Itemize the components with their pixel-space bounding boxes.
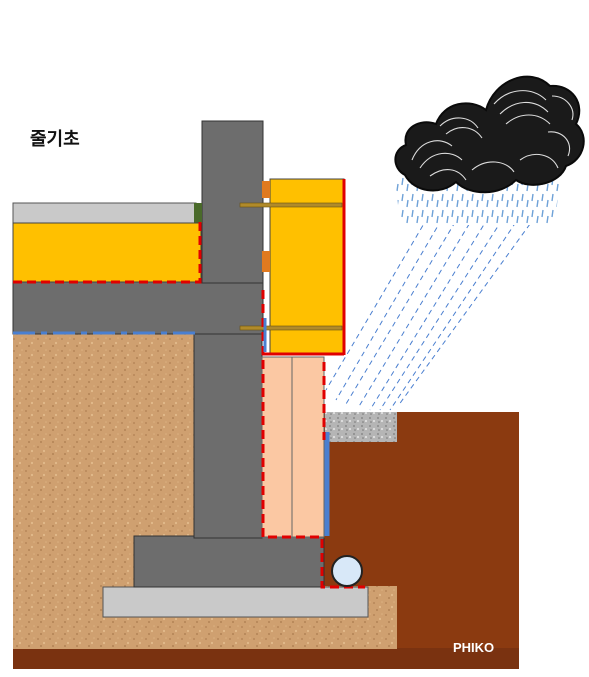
anchor-bolt-top: [239, 202, 343, 208]
brand-label: PHIKO: [453, 640, 494, 655]
waterproofing-line: [13, 222, 365, 589]
floor-insulation: [12, 222, 202, 283]
footing: [133, 535, 325, 588]
spacer-block-mid: [262, 251, 270, 272]
rain-cloud-icon: [394, 75, 585, 225]
spacer-block-top: [262, 181, 270, 198]
foundation-xps-board: [291, 356, 325, 538]
rain-streaks: [325, 209, 531, 411]
diagram-title: 줄기초: [30, 129, 80, 150]
anchor-bolt-bottom: [239, 325, 343, 331]
lean-concrete: [102, 586, 369, 618]
bottom-soil-band: [13, 648, 519, 669]
upper-wall: [201, 120, 264, 284]
floor-slab: [12, 281, 264, 335]
drain-pipe: [331, 555, 363, 587]
floor-finish: [12, 202, 197, 224]
gravel-layer: [325, 412, 397, 442]
foundation-xps-board: [261, 356, 293, 538]
floor-edge-strip: [194, 203, 202, 223]
